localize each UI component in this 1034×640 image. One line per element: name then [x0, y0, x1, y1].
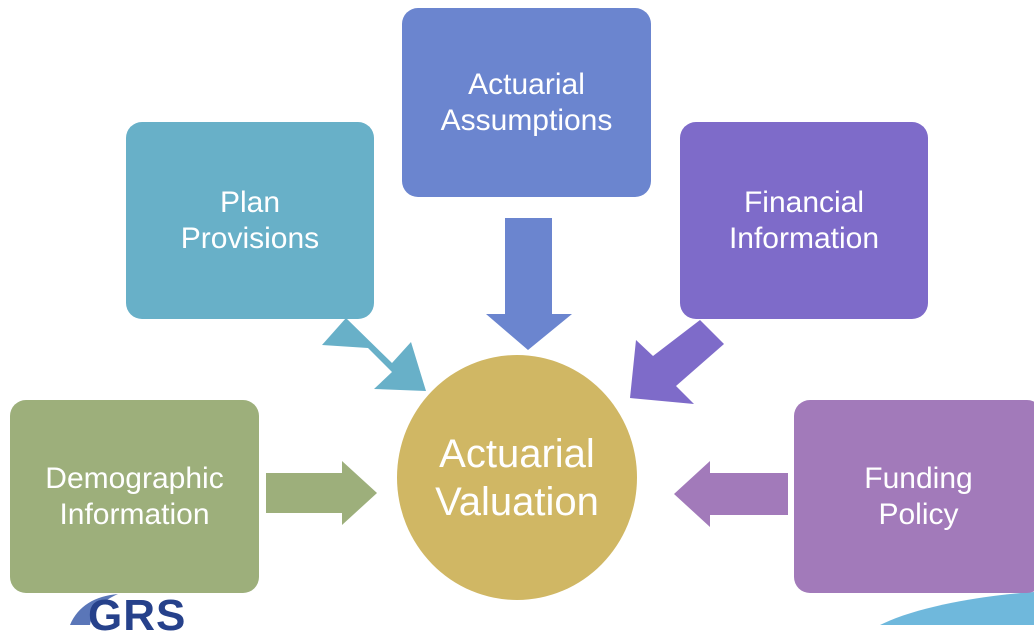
center-label: Actuarial Valuation: [435, 431, 599, 524]
company-logo: GRS: [88, 594, 186, 638]
node-funding-policy-label: Funding Policy: [864, 461, 973, 531]
node-plan-provisions: Plan Provisions: [126, 122, 374, 319]
node-financial-information: Financial Information: [680, 122, 928, 319]
node-actuarial-assumptions-label: Actuarial Assumptions: [440, 67, 613, 137]
node-funding-policy: Funding Policy: [794, 400, 1034, 593]
arrow-assumptions-to-valuation: [486, 218, 572, 350]
arrow-funding-to-valuation: [674, 461, 788, 527]
node-demographic-information-label: Demographic Information: [45, 461, 224, 531]
arrows-layer: [266, 218, 1034, 625]
arrow-demographic-to-valuation: [266, 461, 377, 525]
decorative-swoosh: [880, 592, 1034, 625]
node-demographic-information: Demographic Information: [10, 400, 259, 593]
arrow-financial-to-valuation: [630, 320, 724, 404]
center-actuarial-valuation: Actuarial Valuation: [397, 355, 637, 600]
logo-text: GRS: [88, 591, 187, 640]
node-actuarial-assumptions: Actuarial Assumptions: [402, 8, 651, 197]
node-financial-information-label: Financial Information: [728, 185, 880, 255]
arrow-plan-to-valuation: [322, 318, 426, 391]
node-plan-provisions-label: Plan Provisions: [180, 185, 320, 255]
